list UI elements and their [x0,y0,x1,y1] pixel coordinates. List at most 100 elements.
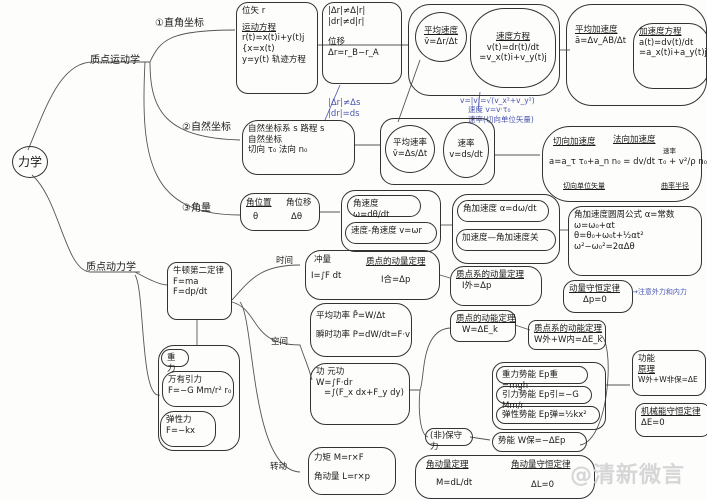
kinetic-theorem-formula: W=ΔE_k [462,324,498,335]
link-newton-space [231,301,313,381]
trajectory-x: {x=x(t) [242,43,275,54]
avg-accel-title: 平均加速度 [575,25,618,35]
motion-equation-title: 运动方程 [242,22,277,33]
linear-angular-formula: 速度-角速度 v=ωr [351,226,423,236]
root-label: 力学 [17,154,42,169]
acceleration-group: 平均加速度 ā=Δv_AB/Δt 加速度方程 a(t)=dv(t)/dt =a_… [566,4,707,106]
work-energy-formula: W外+W非保=ΔE [638,375,698,385]
ang-momentum-conservation-formula: ΔL=0 [531,480,555,490]
speed-note-3: 速率(切向单位矢量) [468,114,534,124]
momentum-theorem-title: 质点的动量定理 [366,257,426,267]
tangent-normal: 切向 τ₀ 法向 n₀ [248,145,308,156]
space-label: 空间 [271,337,289,347]
gravity-potential-formula: 重力势能 Ep重=mgh [502,370,558,391]
acceleration-equation: 加速度方程 a(t)=dv(t)/dt =a_x(t)i+a_y(t)j [633,23,707,89]
gravity: 重力 [161,349,189,374]
work-energy-title-1: 功能 [638,354,656,364]
kinetic-theorem-box: 质点的动能定理 W=ΔE_k [450,310,516,342]
watermark: @清新微言 [570,463,686,488]
work-energy-title-2: 原理 [638,364,656,375]
speed-note-2: 速度 v=v·τ₀ [468,105,511,115]
natural-acceleration-box: 切向加速度 法向加速度 a=a_τ τ₀+a_n n₀ = dv/dt τ₀ +… [542,126,707,202]
displacement-title: 位移 [328,37,346,48]
newton-title: 牛顿第二定律 [173,266,225,276]
angular-velocity: 角速度 ω=dθ/dt [347,195,421,220]
velocity-equation-bubble: 速度方程 v(t)=dr(t)/dt =v_x(t)i+v_y(t)j [470,8,556,88]
mech-conservation-formula: ΔE=0 [641,417,665,428]
system-momentum-box: 质点系的动量定理 I外=Δp [450,266,542,306]
time-label: 时间 [276,256,294,266]
elastic-formula: F=−kx [166,425,196,436]
link-dyn-forces [134,274,161,396]
accel-eq-title: 加速度方程 [639,27,682,37]
gravity-label: 重力 [167,353,176,374]
link-ds-note [324,84,341,121]
speed-note-small: 速率 [663,147,676,155]
disp-inequality-2: |dr|≠d|r| [328,16,365,27]
potential-work: 势能 W保=−ΔEp [492,432,587,452]
ds-note-1: |Δr|≠Δs [328,98,361,108]
average-acceleration: 平均加速度 ā=Δv_AB/Δt [575,25,626,46]
system-kinetic-box: 质点系的动能定理 W外+W内=ΔE_k [528,320,606,350]
gravity-potential: 重力势能 Ep重=mgh [496,366,588,391]
momentum-conservation-box: 动量守恒定律 Δp=0 [563,280,633,313]
speed-formula: v=ds/dt [449,150,483,160]
delta-theta: Δθ [291,212,303,222]
newton-fma: F=ma [173,276,199,287]
ang-momentum-theorem-title: 角动量定理 [426,460,469,470]
universal-gravitation: 万有引力 F=−G Mm/r² r₀ [162,371,234,407]
avg-velocity-formula: v̄=Δr/Δt [424,37,458,47]
elastic-force: 弹性力 F=−kx [160,411,216,447]
speed-bubble: 速率 v=ds/dt [443,122,489,178]
gravitational-potential: 引力势能 Ep引=−G Mm/r [496,386,592,411]
mechanical-conservation-box: 机械能守恒定律 ΔE=0 [635,403,707,437]
potential-work-formula: 势能 W保=−ΔEp [498,436,566,446]
theta: θ [253,212,259,222]
displacement-box: |Δr|≠Δ|r| |dr|≠d|r| 位移 Δr=r_B−r_A [322,2,402,84]
velocity-group [408,4,560,96]
link-kin-natural [149,61,241,141]
work-integral: W=∫F·dr [316,377,353,388]
angular-acceleration: 角加速度 α=dω/dt [457,200,549,222]
potential-energy-box: 重力势能 Ep重=mgh 引力势能 Ep引=−G Mm/r 弹性势能 Ep弹=½… [492,362,606,430]
average-power: 平均功率 P̄=W/Δt [316,311,386,321]
link-root-dynamics [31,174,140,273]
ang-momentum-conservation-title: 角动量守恒定律 [511,460,571,470]
conservative-force: (非)保守力 [425,428,473,452]
work-title: 功 元功 [316,367,345,377]
link-kin-system [514,324,531,331]
momentum-conservation-formula: Δp=0 [583,294,607,305]
curvature-note: 曲率半径 [661,182,689,190]
dynamics-label: 质点动力学 [86,262,136,273]
power-box: 平均功率 P̄=W/Δt 瞬时功率 P=dW/dt=F·v [310,303,412,357]
angular-accel-formula: 角加速度 α=dω/dt [463,204,537,214]
natural-system: 自然坐标系 s 路程 s [248,124,325,134]
cartesian-label: ①直角坐标 [155,18,204,29]
conservative-force-label: (非)保守力 [430,431,463,452]
conservation-note: →注意外力和内力 [632,288,687,296]
elastic-title: 弹性力 [166,415,192,425]
velocity-eq-title: 速度方程 [495,32,530,43]
newton-second-law-box: 牛顿第二定律 F=ma F=dp/dt [167,262,232,320]
link-impulse-system [439,274,451,279]
speed-note: v=|v|=√(v_x²+v_y²) 速度 v=v·τ₀ 速率(切向单位矢量) [460,96,535,124]
newton-dpdt: F=dp/dt [173,287,208,298]
natural-coordinate: 自然坐标 [248,134,283,145]
angular-momentum-box: 角动量定理 M=dL/dt 角动量守恒定律 ΔL=0 [415,455,595,499]
link-kin-angular [143,61,241,216]
accel-eq-components: =a_x(t)i+a_y(t)j [639,48,707,59]
system-momentum-formula: I外=Δp [462,280,492,291]
ang-momentum-theorem-formula: M=dL/dt [436,478,473,488]
accel-decomposition: a=a_τ τ₀+a_n n₀ = dv/dt τ₀ + v²/ρ n₀ [549,157,707,167]
avg-accel-formula: ā=Δv_AB/Δt [575,35,627,46]
disp-inequality-1: |Δr|≠Δ|r| [328,6,366,16]
angular-momentum-formula: 角动量 L=r×p [314,471,371,482]
ds-note-2: |dr|=ds [328,108,360,119]
displacement-formula: Δr=r_B−r_A [328,47,379,58]
natural-label: ②自然坐标 [182,122,231,133]
motion-equation: r(t)=x(t)i+y(t)j [242,33,305,44]
trajectory-y: y=y(t) 轨迹方程 [242,54,306,65]
linear-angular-velocity: 速度-角速度 v=ωr [345,222,437,244]
